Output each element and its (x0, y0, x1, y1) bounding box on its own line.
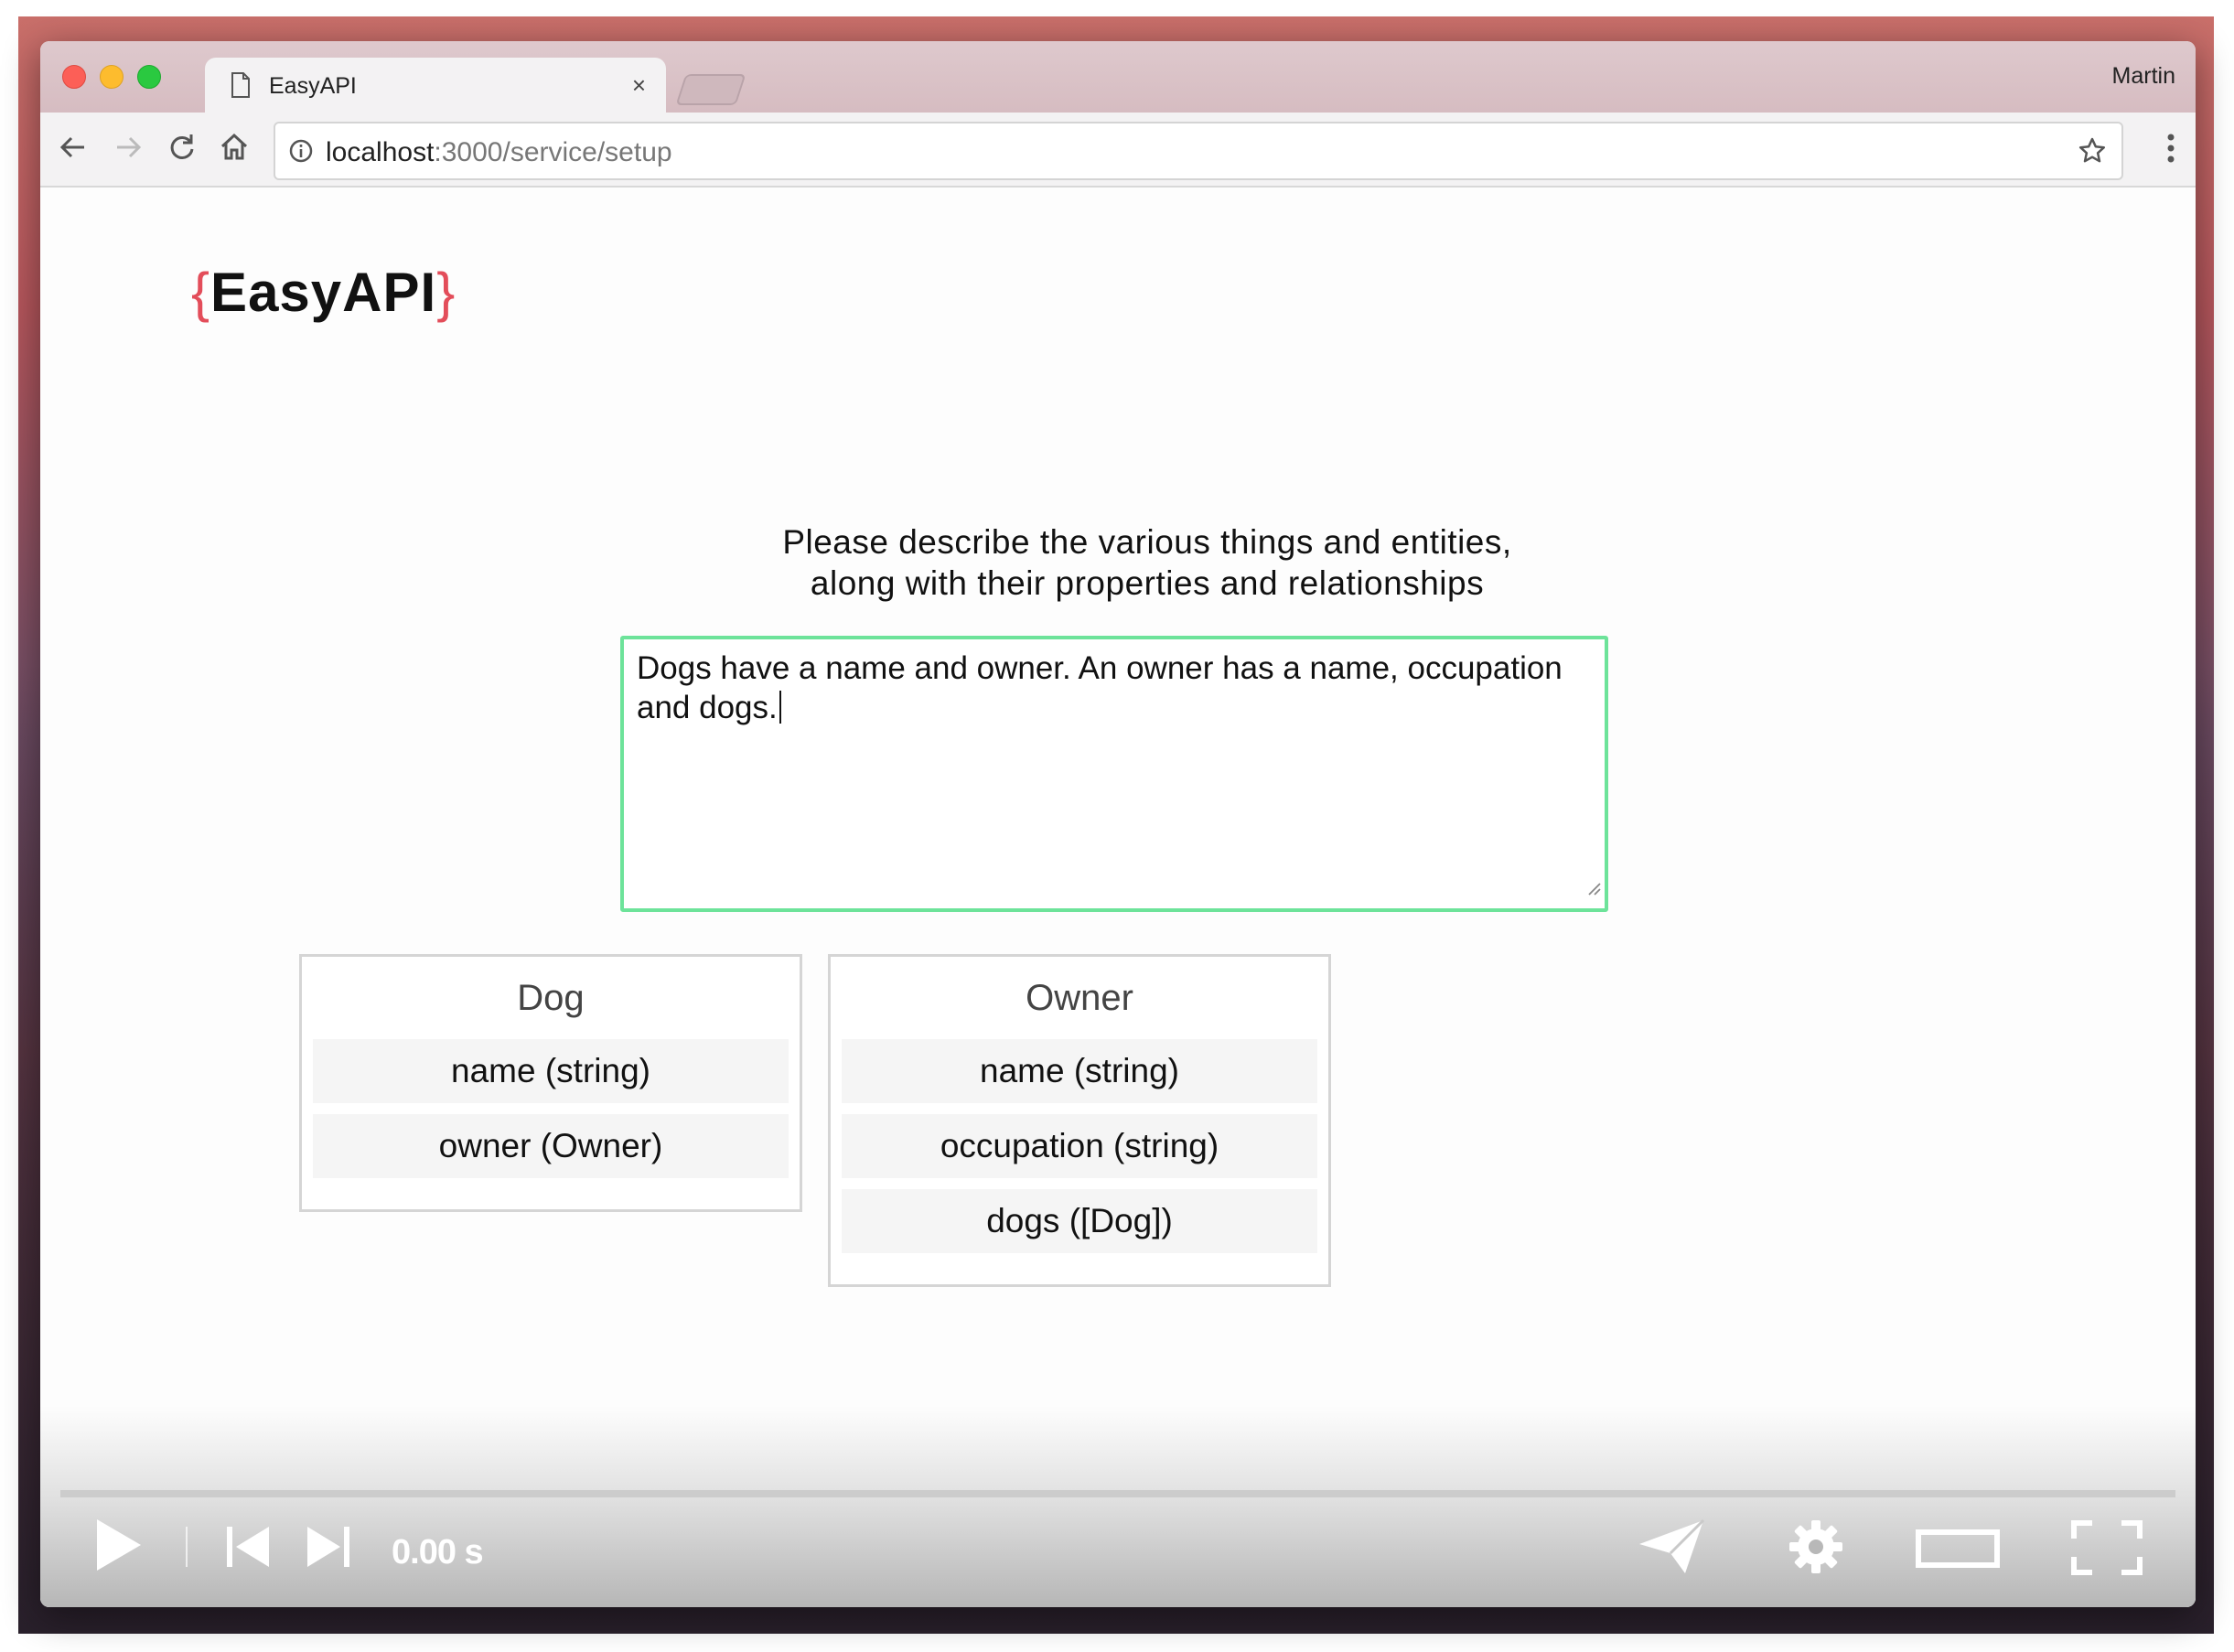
zoom-window-button[interactable] (137, 65, 161, 89)
instructions-line-2: along with their properties and relation… (810, 564, 1485, 602)
easyapi-logo: {EasyAPI} (191, 261, 456, 324)
logo-close-brace: } (436, 262, 456, 323)
url-host: localhost (326, 137, 435, 167)
theater-mode-icon[interactable] (1916, 1528, 2000, 1574)
entity-property: name (string) (842, 1039, 1317, 1103)
forward-arrow-icon[interactable] (112, 131, 145, 168)
previous-icon[interactable] (225, 1524, 271, 1574)
instructions-text: Please describe the various things and e… (644, 521, 1650, 604)
page-icon (231, 72, 251, 102)
address-bar[interactable]: localhost:3000/service/setup (274, 122, 2123, 180)
browser-toolbar: localhost:3000/service/setup (40, 113, 2196, 188)
description-line-2: and dogs. (637, 690, 778, 725)
resize-handle-icon[interactable] (1586, 865, 1601, 905)
control-separator (186, 1527, 188, 1567)
entity-title: Dog (517, 978, 585, 1018)
browser-window: EasyAPI × Martin localhost:3000/service/… (40, 41, 2196, 1607)
profile-name[interactable]: Martin (2111, 63, 2175, 89)
back-arrow-icon[interactable] (57, 131, 90, 168)
fullscreen-icon[interactable] (2071, 1520, 2143, 1580)
progress-bar[interactable] (60, 1490, 2175, 1497)
entity-property: occupation (string) (842, 1114, 1317, 1178)
new-tab-button[interactable] (675, 74, 746, 105)
minimize-window-button[interactable] (100, 65, 124, 89)
more-menu-icon[interactable] (2166, 133, 2175, 168)
entity-card-owner: Owner name (string) occupation (string) … (828, 954, 1331, 1287)
description-line-1: Dogs have a name and owner. An owner has… (637, 650, 1563, 686)
next-icon[interactable] (306, 1524, 351, 1574)
video-player-controls: 0.00 s (40, 1406, 2196, 1607)
entity-property: owner (Owner) (313, 1114, 789, 1178)
entity-title: Owner (1026, 978, 1133, 1018)
instructions-line-1: Please describe the various things and e… (782, 523, 1512, 561)
page-content: {EasyAPI} Please describe the various th… (40, 188, 2196, 1607)
share-icon[interactable] (1638, 1518, 1705, 1580)
title-bar: EasyAPI × Martin (40, 41, 2196, 113)
description-textarea[interactable]: Dogs have a name and owner. An owner has… (620, 636, 1608, 912)
play-icon[interactable] (93, 1517, 145, 1578)
logo-text: EasyAPI (210, 262, 437, 323)
bookmark-star-icon[interactable] (2078, 136, 2107, 170)
entity-property: dogs ([Dog]) (842, 1189, 1317, 1253)
close-window-button[interactable] (62, 65, 86, 89)
entity-card-dog: Dog name (string) owner (Owner) (299, 954, 802, 1212)
playback-time: 0.00 s (392, 1533, 484, 1572)
home-icon[interactable] (218, 131, 251, 168)
logo-open-brace: { (191, 262, 211, 323)
tab-title: EasyAPI (269, 73, 357, 99)
text-cursor (779, 691, 781, 724)
settings-gear-icon[interactable] (1788, 1518, 1844, 1580)
entity-property: name (string) (313, 1039, 789, 1103)
tab-close-icon[interactable]: × (631, 71, 646, 99)
browser-tab[interactable]: EasyAPI × (205, 58, 666, 113)
site-info-icon[interactable] (288, 138, 314, 168)
url-text[interactable]: localhost:3000/service/setup (326, 137, 672, 168)
reload-icon[interactable] (165, 131, 198, 168)
url-path: :3000/service/setup (434, 137, 672, 167)
